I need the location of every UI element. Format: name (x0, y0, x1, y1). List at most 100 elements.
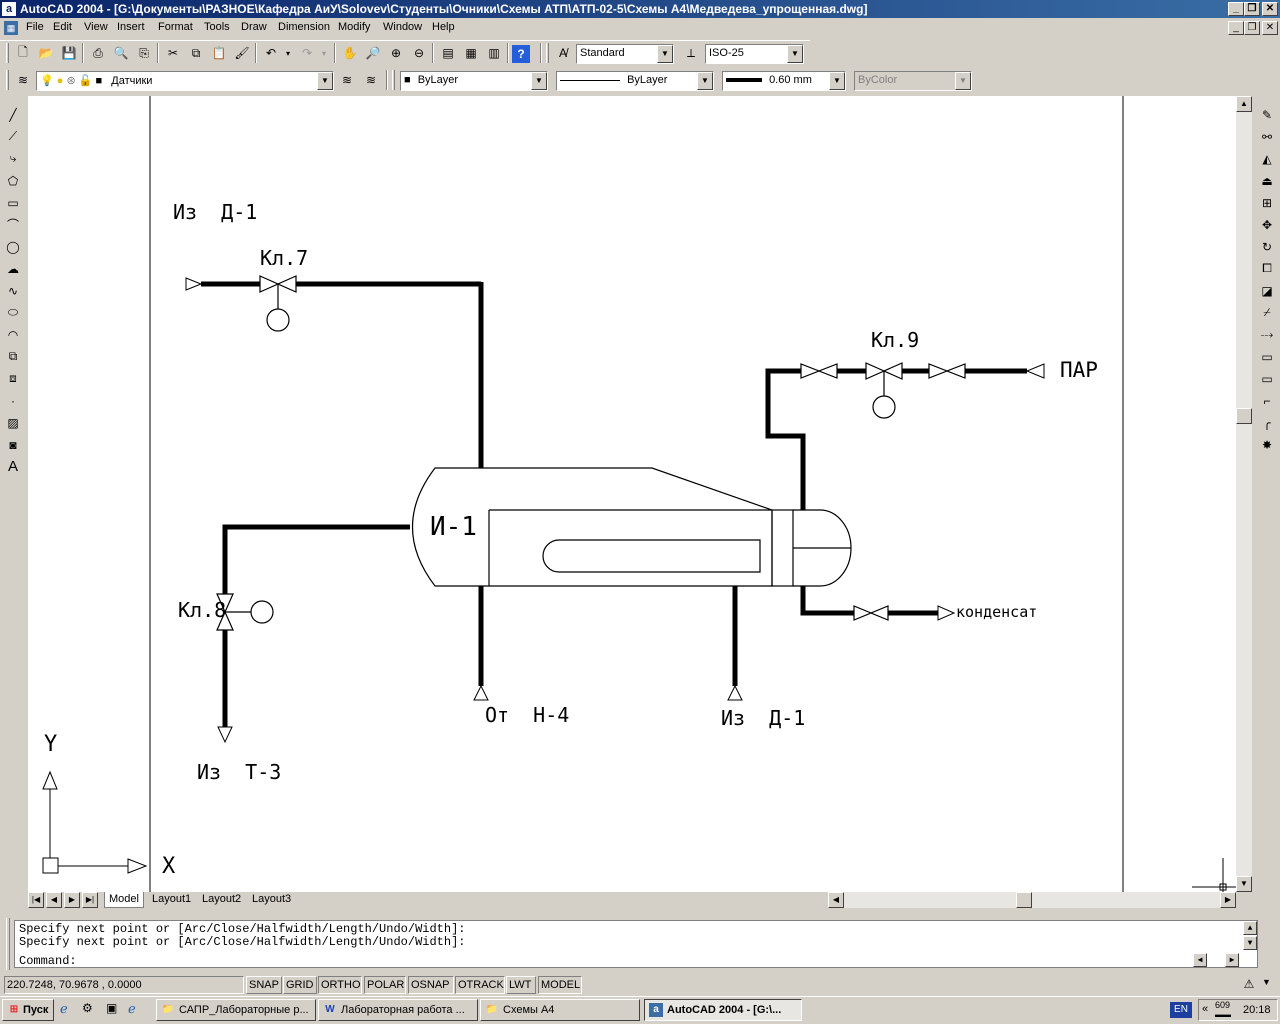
hatch-icon[interactable]: ▨ (7, 415, 19, 430)
dim-style-select[interactable]: ISO-25 ▼ (705, 44, 804, 64)
menu-view[interactable]: View (84, 21, 108, 33)
menu-draw[interactable]: Draw (241, 21, 267, 33)
toolbar-grip[interactable] (6, 70, 9, 90)
internet-explorer-icon[interactable]: ℯ (60, 1001, 68, 1016)
cmd-scroll-down-icon[interactable]: ▼ (1243, 936, 1257, 950)
toolbar-grip[interactable] (546, 43, 549, 63)
tab-layout1[interactable]: Layout1 (152, 893, 192, 905)
region-icon[interactable]: ◙ (9, 437, 17, 452)
lwt-toggle[interactable]: LWT (506, 976, 536, 994)
redo-icon[interactable]: ↷ (301, 46, 313, 60)
language-indicator[interactable]: EN (1170, 1002, 1192, 1018)
stretch-icon[interactable]: ◪ (1261, 283, 1273, 298)
tab-model[interactable]: Model (104, 892, 144, 908)
toolbar-grip[interactable] (392, 70, 395, 90)
scroll-right-icon[interactable]: ▶ (1220, 892, 1236, 908)
publish-icon[interactable]: ⎘ (139, 45, 149, 60)
zoom-previous-icon[interactable]: ⊖ (413, 46, 425, 60)
move-icon[interactable]: ✥ (1261, 217, 1273, 232)
tool-palettes-icon[interactable]: ▥ (488, 46, 500, 60)
undo-icon[interactable]: ↶ (265, 46, 277, 60)
insert-block-icon[interactable]: ⧉ (8, 349, 18, 363)
zoom-realtime-icon[interactable]: 🔎 (365, 46, 381, 60)
trim-icon[interactable]: ⌿ (1263, 305, 1271, 319)
menu-window[interactable]: Window (383, 21, 423, 33)
horizontal-scroll-thumb[interactable] (1016, 892, 1032, 908)
linetype-select[interactable]: ByLayer ▼ (556, 71, 714, 91)
menu-dimension[interactable]: Dimension (278, 21, 330, 33)
chevron-down-icon[interactable]: ▼ (787, 45, 803, 63)
close-icon[interactable]: ✕ (1262, 2, 1278, 16)
command-grip[interactable] (6, 918, 10, 970)
doc-minimize-icon[interactable]: _ (1228, 21, 1244, 35)
tray-expand-icon[interactable]: « (1202, 1003, 1209, 1015)
vertical-scrollbar[interactable]: ▲ ▼ (1236, 96, 1252, 892)
task-folder-schemes[interactable]: 📁 Схемы А4 (480, 999, 640, 1021)
task-autocad[interactable]: a AutoCAD 2004 - [G:\... (644, 999, 802, 1021)
layer-select[interactable]: 💡 ● ⊛ 🔓 ■ Датчики ▼ (36, 71, 334, 91)
menu-modify[interactable]: Modify (338, 21, 371, 33)
chevron-down-icon[interactable]: ▼ (317, 72, 333, 90)
tab-layout3[interactable]: Layout3 (252, 893, 292, 905)
save-icon[interactable]: 💾 (61, 46, 77, 60)
layer-manager-icon[interactable]: ≋ (17, 73, 29, 87)
design-center-icon[interactable]: ▦ (465, 46, 477, 60)
undo-dropdown-icon[interactable]: ▾ (285, 48, 290, 58)
cmd-scroll-right-icon[interactable]: ▶ (1225, 953, 1239, 967)
zoom-window-icon[interactable]: ⊕ (390, 46, 402, 60)
start-button[interactable]: ⊞ Пуск (2, 999, 54, 1021)
polygon-icon[interactable]: ⬠ (7, 173, 19, 188)
circle-icon[interactable]: ◯ (6, 239, 20, 254)
multiline-text-icon[interactable]: A (7, 458, 18, 475)
tab-layout2[interactable]: Layout2 (202, 893, 242, 905)
scroll-up-icon[interactable]: ▲ (1236, 96, 1252, 112)
pan-icon[interactable]: ✋ (342, 46, 358, 60)
command-prompt[interactable]: Command: (19, 954, 77, 968)
doc-restore-icon[interactable]: ❐ (1244, 21, 1260, 35)
grid-toggle[interactable]: GRID (283, 976, 317, 994)
text-style-select[interactable]: Standard ▼ (576, 44, 674, 64)
snap-toggle[interactable]: SNAP (246, 976, 282, 994)
offset-icon[interactable]: ⏏ (1261, 173, 1273, 188)
polar-toggle[interactable]: POLAR (364, 976, 406, 994)
help-icon[interactable]: ? (512, 45, 530, 63)
chevron-down-icon[interactable]: ▼ (531, 72, 547, 90)
dimension-style-icon[interactable]: ⟂ (686, 45, 695, 60)
color-select[interactable]: ■ ByLayer ▼ (400, 71, 548, 91)
menu-tools[interactable]: Tools (204, 21, 230, 33)
osnap-toggle[interactable]: OSNAP (408, 976, 454, 994)
tab-next-icon[interactable]: ▶ (64, 892, 80, 908)
coordinates-display[interactable]: 220.7248, 70.9678 , 0.0000 (4, 976, 244, 994)
cmd-scroll-up-icon[interactable]: ▲ (1243, 921, 1257, 935)
task-folder-cad-labs[interactable]: 📁 САПР_Лабораторные р... (156, 999, 316, 1021)
doc-close-icon[interactable]: ✕ (1262, 21, 1278, 35)
menu-file[interactable]: File (26, 21, 44, 33)
tab-prev-icon[interactable]: ◀ (46, 892, 62, 908)
task-word-document[interactable]: W Лабораторная работа ... (318, 999, 478, 1021)
construction-line-icon[interactable]: ⟋ (8, 129, 18, 143)
erase-icon[interactable]: ✎ (1261, 107, 1273, 122)
new-icon[interactable]: 🗋 (18, 44, 28, 59)
revision-cloud-icon[interactable]: ☁ (7, 261, 19, 276)
open-icon[interactable]: 📂 (38, 46, 54, 60)
clock[interactable]: 20:18 (1243, 1004, 1271, 1016)
ellipse-icon[interactable]: ⬭ (7, 305, 19, 319)
chevron-down-icon[interactable]: ▼ (829, 72, 845, 90)
copy-icon[interactable]: ⧉ (191, 45, 201, 60)
show-desktop-icon[interactable]: ▣ (106, 1001, 118, 1015)
fillet-icon[interactable]: ╭ (1263, 415, 1271, 430)
match-properties-icon[interactable]: 🖌 (234, 46, 250, 60)
browser-icon[interactable]: ℯ (128, 1001, 136, 1016)
menu-format[interactable]: Format (158, 21, 193, 33)
make-current-layer-icon[interactable]: ≋ (341, 73, 353, 87)
redo-dropdown-icon[interactable]: ▾ (321, 48, 326, 58)
otrack-toggle[interactable]: OTRACK (455, 976, 505, 994)
command-window[interactable]: Specify next point or [Arc/Close/Halfwid… (14, 920, 1258, 968)
drawing-area[interactable]: Из Д-1 Кл.7 Кл.9 ПАР И-1 Кл.8 конденсат … (28, 96, 1236, 892)
autocad-icon[interactable]: a (2, 2, 16, 16)
scroll-down-icon[interactable]: ▼ (1236, 876, 1252, 892)
quick-launch-icon[interactable]: ⚙ (82, 1001, 93, 1015)
array-icon[interactable]: ⊞ (1261, 195, 1273, 210)
rectangle-icon[interactable]: ▭ (7, 195, 19, 210)
print-preview-icon[interactable]: 🔍 (113, 46, 129, 60)
